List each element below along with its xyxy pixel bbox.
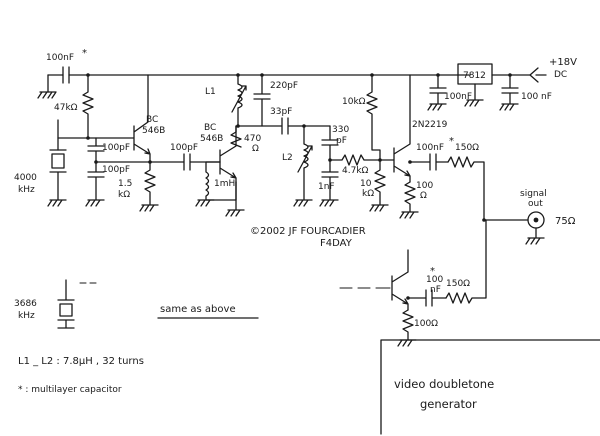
label-copyright: ©2002 JF FOURCADIER	[250, 226, 366, 237]
title-box	[380, 339, 600, 435]
label-r-100-1-b: Ω	[420, 191, 427, 201]
regulator-output-capacitor	[499, 74, 519, 111]
label-regulator: 7812	[463, 71, 486, 81]
label-supply: +18V	[549, 57, 577, 68]
capacitor-1nf	[319, 159, 339, 207]
label-r-10k: 10kΩ	[342, 97, 366, 107]
output-resistor-150-1	[447, 156, 486, 222]
resistor-470	[225, 125, 245, 217]
label-tr3: 2N2219	[412, 120, 448, 130]
crystal-3686khz	[57, 279, 97, 329]
output-capacitor-1	[409, 153, 449, 171]
label-c-220p: 220pF	[270, 81, 298, 91]
label-tr1-b: 546B	[142, 126, 165, 136]
label-signal-b: out	[528, 199, 543, 209]
label-title-b: generator	[420, 397, 477, 411]
capacitor-33pf	[261, 117, 331, 135]
inductor-l2	[293, 125, 313, 207]
label-supply-unit: DC	[554, 70, 567, 80]
label-c-out2-b: nF	[430, 285, 441, 295]
label-same-as-above: same as above	[160, 304, 236, 315]
label-c-osc2: 100pF	[102, 165, 130, 175]
label-r-4k7: 4.7kΩ	[342, 166, 369, 176]
regulator-input-capacitor	[427, 74, 447, 111]
label-xtal1-a: 4000	[14, 173, 37, 183]
label-c-osc1: 100pF	[102, 143, 130, 153]
label-l-1mh: 1mH	[214, 179, 235, 189]
label-c-33p: 33pF	[270, 107, 292, 117]
resistor-47k	[82, 74, 94, 140]
resistor-100-emitter	[399, 181, 419, 219]
resistor-1k5	[139, 161, 159, 212]
label-c-reg-in: 100nF	[444, 92, 472, 102]
transistor-2n2219-2	[339, 249, 410, 311]
label-c-out2-a: 100	[426, 275, 443, 285]
output-capacitor-2	[407, 289, 447, 307]
oscillator-capacitors	[85, 137, 151, 207]
label-c-reg-out: 100 nF	[521, 92, 552, 102]
label-l1: L1	[205, 87, 216, 97]
label-signal-a: signal	[520, 189, 547, 199]
coupling-capacitor	[149, 153, 221, 171]
label-c-in: 100nF	[46, 53, 74, 63]
label-out-imp: 75Ω	[555, 216, 576, 227]
crystal-4000khz	[47, 119, 89, 207]
label-c-330p-b: pF	[336, 136, 347, 146]
label-r-10k2-b: kΩ	[362, 189, 374, 199]
label-r-1k5-a: 1.5	[118, 179, 132, 189]
label-c-330p-a: 330	[332, 125, 349, 135]
label-r-out1: 150Ω	[455, 143, 479, 153]
regulator-7812	[457, 63, 493, 107]
label-coil-note: L1 _ L2 : 7.8µH , 32 turns	[18, 356, 144, 367]
label-xtal2-b: kHz	[18, 311, 35, 321]
label-title-a: video doubletone	[394, 377, 494, 391]
label-r-1k5-b: kΩ	[118, 190, 130, 200]
supply-terminal	[529, 67, 547, 83]
label-tr1-a: BC	[146, 115, 158, 125]
label-c-out1: 100nF	[416, 143, 444, 153]
label-c-couple: 100pF	[170, 143, 198, 153]
label-xtal2-a: 3686	[14, 299, 37, 309]
label-star: *	[82, 48, 87, 59]
resistor-10k-bias	[366, 74, 381, 161]
transistor-bc546b-1	[87, 74, 152, 164]
label-c-1nf: 1nF	[318, 182, 335, 192]
label-xtal1-b: kHz	[18, 185, 35, 195]
signal-out-connector	[483, 211, 545, 245]
label-l2: L2	[282, 153, 293, 163]
label-r-100-1-a: 100	[416, 181, 433, 191]
label-r-470-b: Ω	[252, 144, 259, 154]
output-resistor-150-2	[445, 219, 487, 304]
inductor-l1	[231, 74, 247, 128]
label-star-2: *	[449, 136, 454, 147]
resistor-10k-lower	[369, 159, 389, 212]
label-tr2-a: BC	[204, 123, 216, 133]
label-callsign: F4DAY	[320, 238, 353, 249]
label-r-10k2-a: 10	[360, 179, 372, 189]
label-r-100-2: 100Ω	[414, 319, 438, 329]
label-r-47k: 47kΩ	[54, 103, 78, 113]
transistor-2n2219	[379, 74, 412, 183]
resistor-4k7	[329, 154, 382, 166]
label-r-out2: 150Ω	[446, 279, 470, 289]
label-r-470-a: 470	[244, 134, 261, 144]
capacitor-220pf	[237, 74, 271, 127]
label-star-3: *	[430, 266, 435, 277]
label-tr2-b: 546B	[200, 134, 223, 144]
label-cap-note: * : multilayer capacitor	[18, 385, 122, 395]
